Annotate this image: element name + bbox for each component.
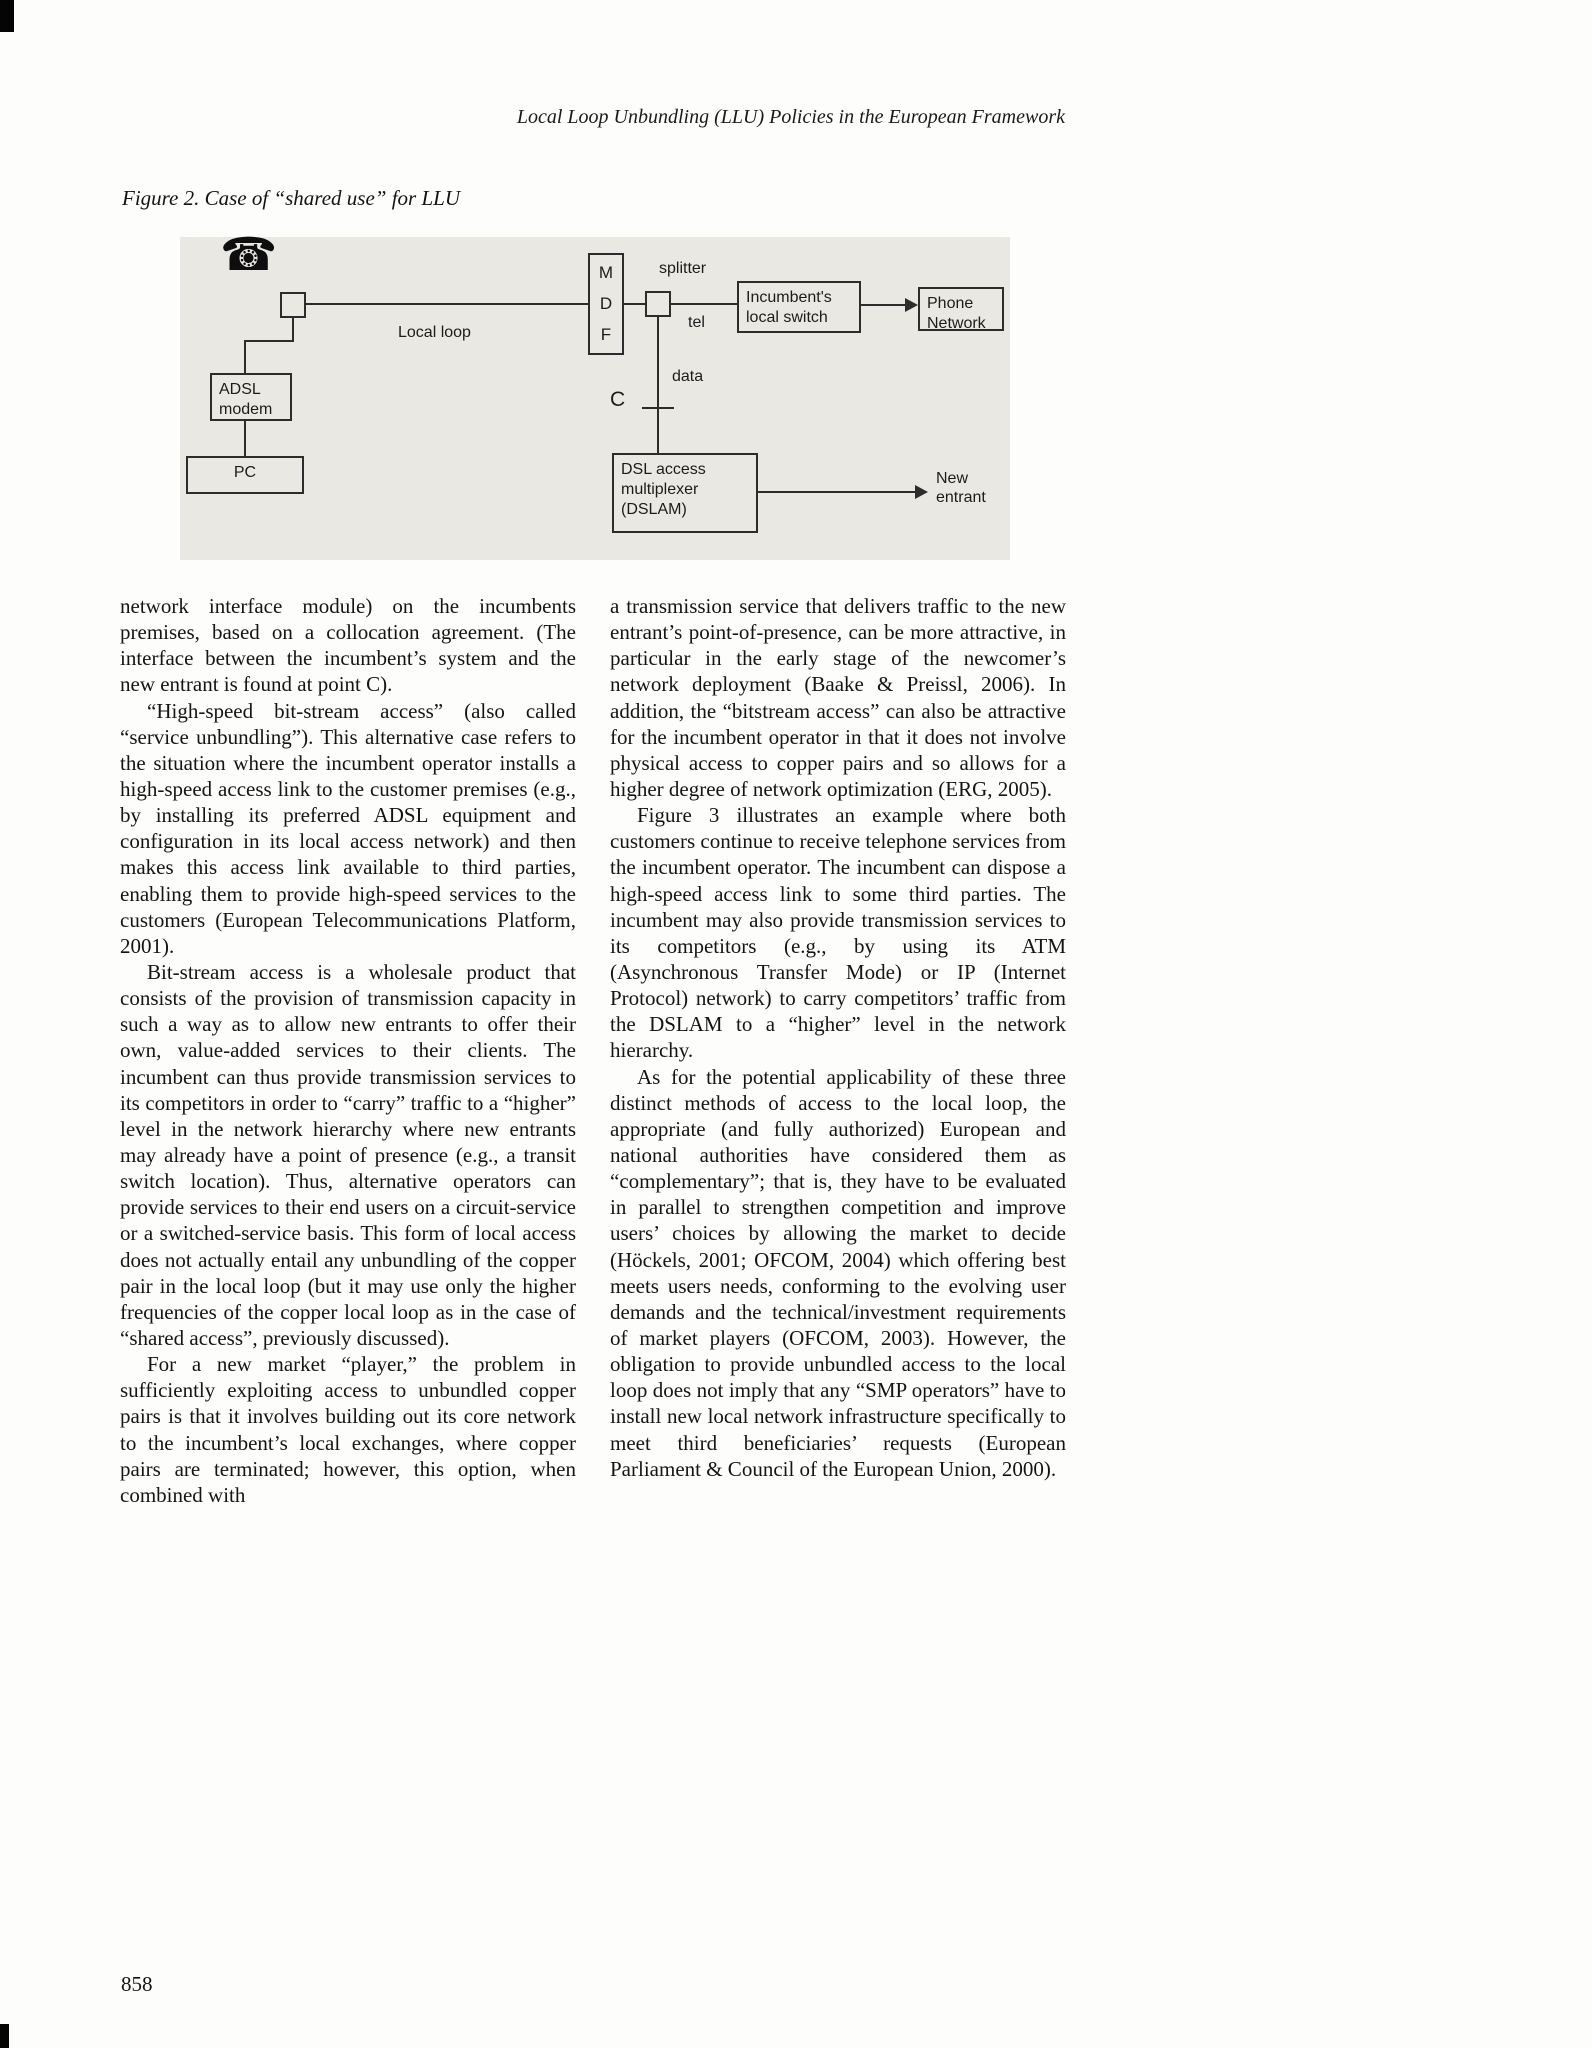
connector-line — [657, 317, 659, 453]
figure-caption: Figure 2. Case of “shared use” for LLU — [122, 186, 460, 210]
new-entrant-label: New entrant — [936, 470, 986, 507]
data-label: data — [672, 368, 704, 385]
paragraph: a transmission service that delivers tra… — [610, 594, 1066, 801]
telephone-icon: ☎ — [220, 227, 278, 281]
paragraph: For a new market “player,” the problem i… — [120, 1352, 576, 1507]
arrow-head-icon — [915, 485, 928, 499]
splitter-label: splitter — [659, 260, 707, 277]
connector-line — [244, 421, 246, 456]
running-header: Local Loop Unbundling (LLU) Policies in … — [516, 106, 1065, 128]
local-loop-label: Local loop — [398, 324, 471, 341]
adsl-modem-box: ADSL modem — [210, 373, 292, 421]
left-column: network interface module) on the incumbe… — [120, 593, 576, 1508]
tap-line — [642, 407, 674, 409]
connector-line — [624, 303, 645, 305]
arrow-line — [861, 304, 906, 306]
paragraph: network interface module) on the incumbe… — [120, 594, 576, 697]
scan-artifact — [0, 0, 14, 32]
arrow-line — [758, 491, 916, 493]
paragraph: Bit-stream access is a wholesale product… — [120, 959, 576, 1350]
connector-line — [244, 340, 246, 373]
connector-line — [244, 340, 294, 342]
dslam-box: DSL access multiplexer (DSLAM) — [612, 453, 758, 533]
phone-network-box: Phone Network — [918, 287, 1004, 332]
connector-line — [671, 303, 737, 305]
paragraph: Figure 3 illustrates an example where bo… — [610, 803, 1066, 1063]
incumbent-switch-box: Incumbent's local switch — [737, 281, 861, 333]
right-column: a transmission service that delivers tra… — [610, 593, 1066, 1508]
paragraph: As for the potential applicability of th… — [610, 1064, 1066, 1481]
splitter-box — [645, 291, 671, 317]
tel-label: tel — [688, 314, 705, 331]
scan-artifact — [0, 2024, 9, 2048]
mdf-box: M D F — [588, 253, 624, 355]
connector-line — [292, 318, 294, 342]
body-text: network interface module) on the incumbe… — [120, 593, 1066, 1508]
figure-diagram: ☎ Local loop M D F splitter tel Incumben… — [180, 227, 1010, 560]
network-termination-box — [280, 292, 306, 318]
pc-box: PC — [186, 456, 304, 494]
paragraph: “High-speed bit-stream access” (also cal… — [120, 698, 576, 958]
arrow-head-icon — [905, 298, 918, 312]
point-c-label: C — [610, 388, 626, 411]
connector-line — [306, 303, 588, 305]
page-number: 858 — [121, 1972, 153, 1996]
